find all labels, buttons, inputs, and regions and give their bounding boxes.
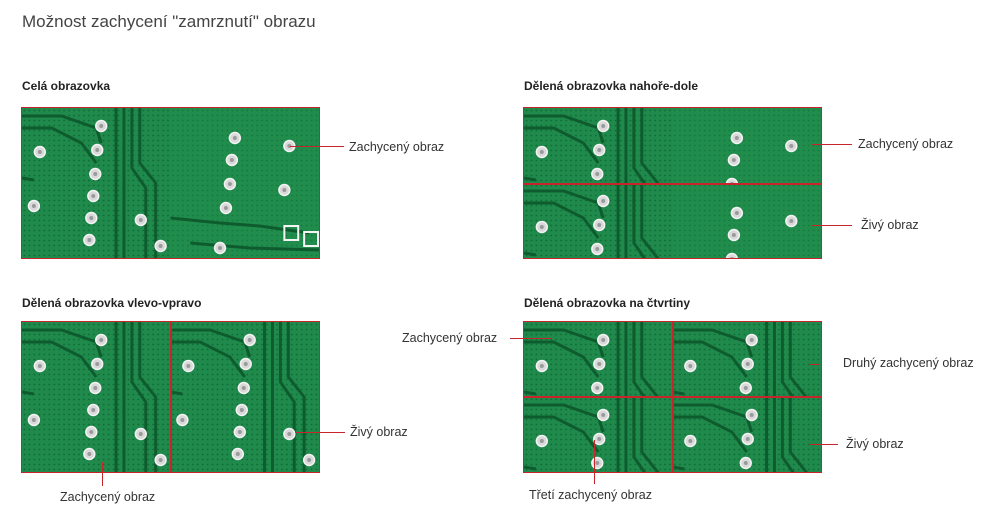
page-title: Možnost zachycení "zamrznutí" obrazu	[22, 12, 316, 31]
quarters-horizontal-divider	[523, 396, 822, 398]
full-captured-pointer	[290, 146, 344, 147]
left-right-live-label: Živý obraz	[350, 425, 408, 439]
full-screen-image	[21, 107, 320, 259]
top-bottom-captured-label: Zachycený obraz	[858, 137, 954, 151]
quarters-captured-pointer	[510, 338, 552, 339]
left-right-divider	[170, 321, 172, 473]
top-bottom-live-label: Živý obraz	[861, 218, 919, 232]
quarters-live-pointer	[810, 444, 838, 445]
quarters-third-label: Třetí zachycený obraz	[529, 488, 652, 502]
section-title-top-bottom: Dělená obrazovka nahoře-dole	[524, 79, 699, 93]
left-right-captured-label: Zachycený obraz	[60, 490, 156, 504]
quarters-second-pointer	[810, 364, 820, 365]
top-bottom-divider	[523, 183, 822, 185]
left-right-live-pointer	[295, 432, 345, 433]
quarters-second-label: Druhý zachycený obraz	[843, 356, 974, 370]
quarters-live-label: Živý obraz	[846, 437, 904, 451]
quarters-third-pointer	[594, 440, 595, 484]
section-title-quarters: Dělená obrazovka na čtvrtiny	[524, 296, 691, 310]
section-title-left-right: Dělená obrazovka vlevo-vpravo	[22, 296, 202, 310]
left-right-captured-pointer	[102, 462, 103, 486]
quarters-captured-label: Zachycený obraz	[402, 331, 498, 345]
top-bottom-captured-pointer	[812, 144, 852, 145]
section-title-full: Celá obrazovka	[22, 79, 111, 93]
full-captured-label: Zachycený obraz	[349, 140, 445, 154]
top-bottom-live-pointer	[812, 225, 852, 226]
